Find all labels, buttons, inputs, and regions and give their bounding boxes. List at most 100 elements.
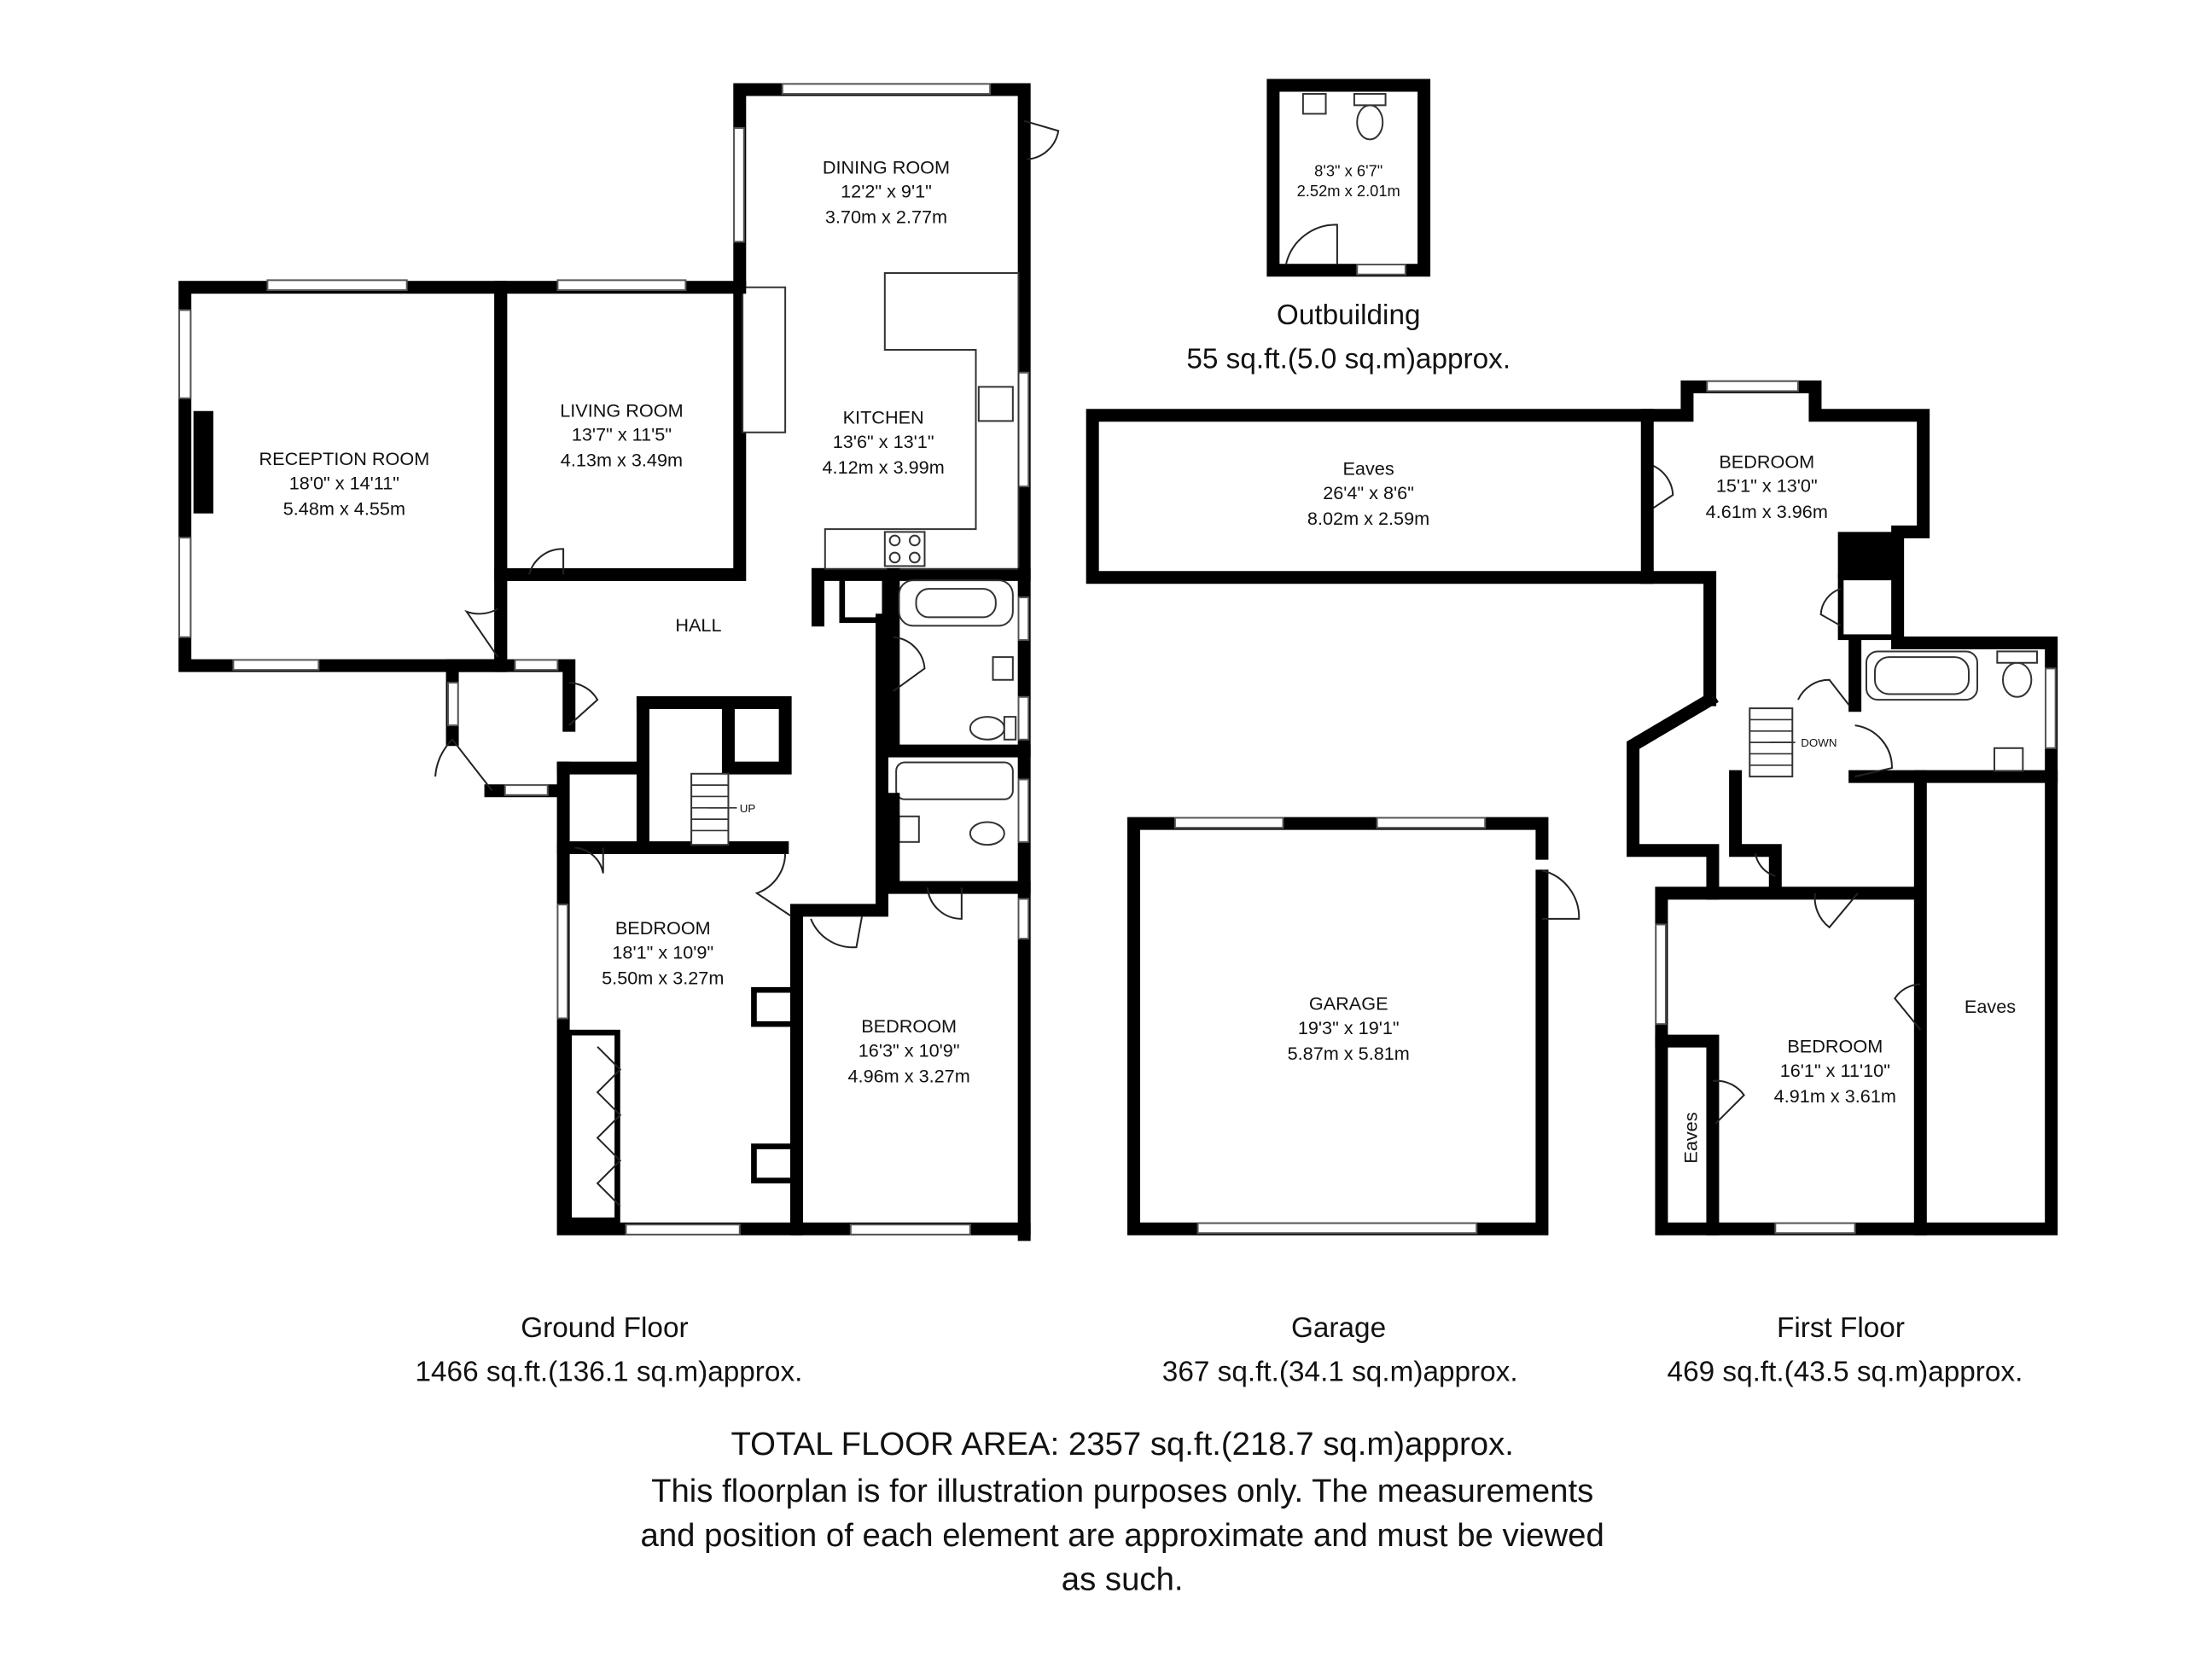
cupboard: [839, 574, 888, 624]
bedroom-bottom-imperial: 16'1" x 11'10": [1780, 1060, 1890, 1081]
window: [514, 659, 559, 672]
ground-floor-labels: DINING ROOM 12'2" x 9'1" 3.70m x 2.77m R…: [259, 156, 970, 1086]
disclaimer-line-2: and position of each element are approxi…: [641, 1517, 1604, 1554]
reception-room-imperial: 18'0" x 14'11": [289, 472, 399, 493]
radiator: [794, 1055, 803, 1073]
window: [1173, 817, 1284, 829]
eaves-main-imperial: 26'4" x 8'6": [1323, 482, 1414, 503]
cupboard: [1837, 574, 1898, 641]
bedroom-1-name: BEDROOM: [615, 917, 711, 939]
bedroom-1-walls: [556, 761, 803, 1235]
toilet-cistern: [1353, 93, 1387, 107]
kitchen-sink: [977, 386, 1014, 422]
bathroom-walls: [811, 567, 1031, 758]
bedroom-1-imperial: 18'1" x 10'9": [612, 941, 713, 962]
window: [733, 127, 745, 243]
hob-ring: [888, 534, 901, 547]
porch-door: [568, 682, 599, 726]
front-door: [434, 738, 493, 792]
chimney-breast: [742, 286, 787, 433]
outbuilding-imperial: 8'3" x 6'7": [1314, 162, 1382, 180]
dining-room-name: DINING ROOM: [823, 156, 950, 177]
toilet: [1356, 104, 1384, 141]
hall-door: [464, 608, 499, 658]
landing-walls: [1729, 770, 1782, 888]
bedroom-top-name: BEDROOM: [1719, 451, 1814, 472]
dining-room-imperial: 12'2" x 9'1": [841, 181, 932, 202]
outbuilding-metric: 2.52m x 2.01m: [1297, 182, 1400, 200]
hob-ring: [908, 551, 921, 564]
outbuilding-door: [1284, 224, 1338, 265]
basin: [898, 815, 920, 843]
eaves-walls: [1086, 409, 1717, 706]
basin: [1993, 747, 2024, 772]
outbuilding-plan: 8'3" x 6'7" 2.52m x 2.01m Outbuilding 55…: [1186, 78, 1511, 375]
garage-side-door: [1541, 869, 1580, 920]
bedroom-bottom-metric: 4.91m x 3.61m: [1774, 1085, 1896, 1107]
eaves-left-door: [1712, 1079, 1745, 1125]
eaves-right-label: Eaves: [1965, 996, 2016, 1017]
first-floor-plan: DOWN: [1086, 380, 2058, 1235]
bedroom-1-metric: 5.50m x 3.27m: [602, 967, 724, 988]
eaves-right-door: [1894, 983, 1922, 1031]
eaves-main-name: Eaves: [1342, 458, 1394, 480]
bathroom-door: [893, 636, 926, 692]
cupboard-walls: [636, 695, 792, 775]
garage-door: [1196, 1222, 1478, 1235]
landing-door: [1754, 852, 1776, 877]
window: [1356, 264, 1406, 276]
window: [1017, 695, 1030, 741]
garage-metric: 5.87m x 5.81m: [1288, 1043, 1410, 1064]
window: [556, 904, 569, 1020]
kitchen-counter: [824, 272, 1020, 570]
window: [447, 682, 459, 727]
eaves-left-walls: [1655, 1034, 1720, 1235]
living-room-metric: 4.13m x 3.49m: [561, 450, 683, 471]
bathroom-door: [1854, 724, 1893, 778]
window: [178, 537, 192, 638]
living-room-imperial: 13'7" x 11'5": [572, 424, 672, 445]
hall-wall: [789, 613, 888, 1230]
window: [625, 1224, 741, 1235]
landing-door: [1797, 678, 1850, 706]
kitchen-name: KITCHEN: [843, 407, 924, 428]
garage-imperial: 19'3" x 19'1": [1298, 1017, 1400, 1038]
window: [1017, 778, 1030, 843]
eaves-left-label: Eaves: [1680, 1112, 1702, 1163]
stairs-down: [1749, 707, 1796, 778]
bedroom-1-door: [574, 846, 604, 874]
window: [556, 279, 687, 292]
garage-area: 367 sq.ft.(34.1 sq.m)approx.: [1162, 1357, 1518, 1388]
bedroom-2-imperial: 16'3" x 10'9": [859, 1040, 960, 1061]
first-floor-walls: [1655, 636, 2058, 1235]
bedroom-top-metric: 4.61m x 3.96m: [1706, 501, 1828, 522]
bedroom-bottom-name: BEDROOM: [1787, 1036, 1883, 1057]
window: [1376, 817, 1487, 829]
basin: [1301, 93, 1327, 115]
toilet: [969, 716, 1005, 741]
window: [1655, 923, 1667, 1026]
chimney: [1837, 532, 1901, 578]
first-floor-labels: Eaves 26'4" x 8'6" 8.02m x 2.59m BEDROOM…: [1307, 451, 2016, 1163]
fireplace: [193, 410, 214, 514]
window: [266, 279, 408, 292]
garage-name: GARAGE: [1309, 992, 1388, 1014]
bath-inner: [1873, 656, 1970, 695]
reception-room-metric: 5.48m x 4.55m: [283, 497, 405, 519]
dining-door: [1023, 119, 1060, 160]
cupboard: [751, 986, 791, 1027]
hall-name: HALL: [675, 614, 721, 636]
living-door: [528, 548, 565, 575]
ground-floor-plan: UP: [178, 83, 1060, 1241]
garage-title: Garage: [1291, 1312, 1386, 1344]
outbuilding-title: Outbuilding: [1277, 299, 1421, 331]
stairs-up: [690, 772, 737, 846]
stairs-down-label: DOWN: [1801, 736, 1837, 749]
dining-room-metric: 3.70m x 2.77m: [825, 206, 947, 228]
ground-floor-title: Ground Floor: [521, 1312, 688, 1344]
bathroom-walls: [887, 793, 1031, 894]
basin: [992, 656, 1014, 681]
window: [1774, 1222, 1856, 1235]
landing-walls: [1627, 690, 1720, 900]
